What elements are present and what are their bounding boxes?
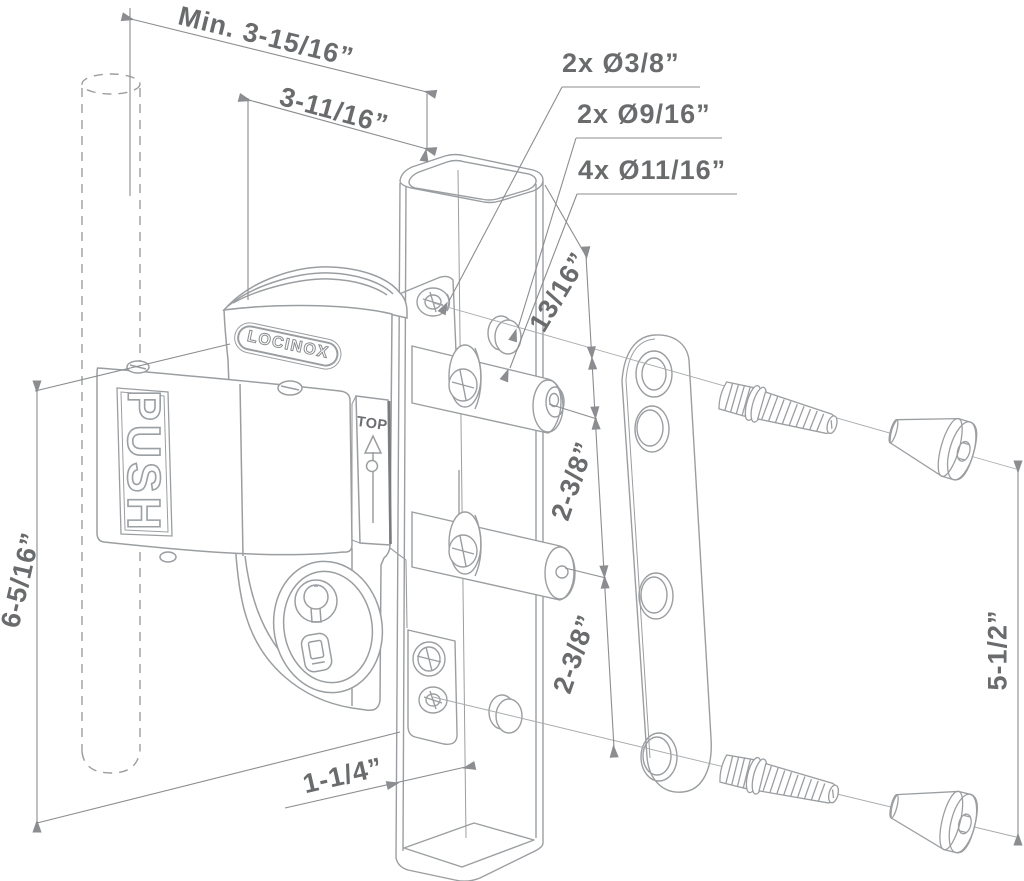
lock-backplate (391, 275, 523, 745)
backplate-screw-bottom (418, 686, 448, 714)
deadbolt-top (411, 344, 565, 434)
up-arrow-icon (363, 434, 383, 523)
keep-hole-1 (635, 350, 673, 398)
dim-bolt-spacing-chain (544, 184, 619, 758)
dim-label-keep-length: 5-1/2” (982, 609, 1013, 691)
keep-plate (621, 334, 712, 793)
leader-cylinder-holes (508, 137, 722, 343)
tube-hole-disc-bottom (488, 694, 523, 734)
stud-bottom (716, 748, 843, 815)
deadbolt-bottom (411, 511, 576, 601)
push-pad (96, 360, 353, 563)
backplate-screw-pan (412, 641, 446, 677)
barrel-nut-top (881, 400, 983, 484)
dim-post-to-profile (120, 8, 438, 196)
callout-bolt-holes: 4x Ø11/16” (578, 155, 727, 185)
dim-profile-width (284, 761, 477, 809)
tube-hole-disc-top (487, 315, 522, 355)
dimension-lines (32, 8, 1023, 846)
keep-hole-4 (640, 732, 678, 782)
leader-bolt-holes (499, 193, 737, 383)
dim-lock-width (237, 93, 438, 300)
round-post (81, 73, 141, 774)
mounting-studs (715, 375, 843, 815)
cylinder (272, 560, 384, 694)
leader-lines (437, 86, 737, 383)
stud-top (715, 375, 842, 445)
barrel-nuts (881, 400, 983, 857)
dim-keep-length (1013, 460, 1023, 846)
cylinder-lower-detail (300, 632, 333, 673)
barrel-nut-bottom (883, 775, 983, 857)
push-pad-label: PUSH (117, 389, 171, 534)
keyhole-icon (294, 579, 338, 623)
deadbolts (411, 344, 576, 601)
callout-screw-holes: 2x Ø3/8” (562, 48, 680, 78)
callout-cylinder-holes: 2x Ø9/16” (577, 99, 711, 129)
keep-hole-3 (638, 572, 674, 620)
pad-screw-left (126, 360, 150, 374)
pad-screw-bottom (159, 551, 177, 563)
pad-screw-right (277, 380, 303, 396)
dim-lock-height (32, 343, 401, 833)
leader-screw-holes (437, 86, 700, 316)
keep-hole-2 (634, 405, 670, 453)
